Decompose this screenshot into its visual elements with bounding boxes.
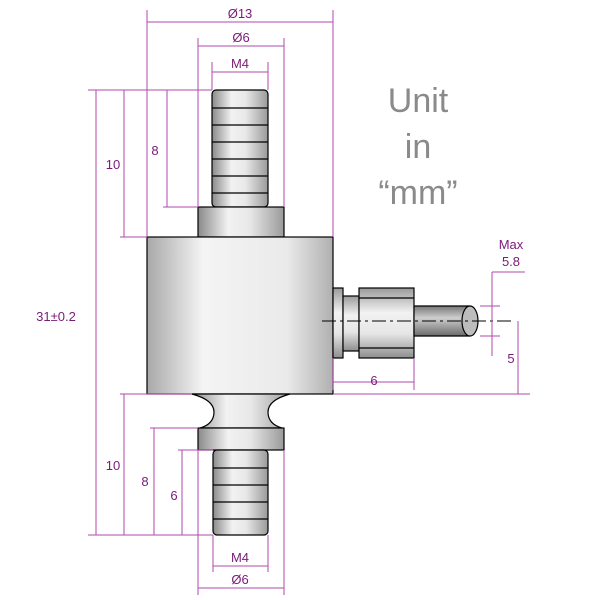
dim-top-length: 10 — [106, 157, 120, 172]
dim-bottom-thread-length: 8 — [141, 474, 148, 489]
load-cell-body — [146, 89, 515, 536]
dim-top-stud-dia: Ø6 — [232, 30, 249, 45]
dim-bottom-thread: M4 — [231, 550, 249, 565]
cable-connector — [332, 287, 415, 359]
dim-cable-max-label: Max — [499, 237, 524, 252]
dim-top-thread-length: 8 — [151, 143, 158, 158]
dimension-labels: Ø13 Ø6 M4 10 8 31±0.2 Max 5.8 5 6 10 8 6… — [36, 6, 524, 587]
bottom-collar — [197, 427, 285, 451]
dim-top-thread: M4 — [231, 56, 249, 71]
dim-total-height: 31±0.2 — [36, 309, 76, 324]
unit-note: Unit in “mm” — [378, 82, 457, 212]
cable — [413, 305, 479, 337]
dimension-lines — [88, 10, 530, 595]
dim-bottom-length: 10 — [106, 458, 120, 473]
dim-connector-length: 6 — [370, 373, 377, 388]
dim-cable-offset: 5 — [507, 351, 514, 366]
unit-note-line2: in — [405, 128, 431, 166]
dim-bottom-inner-length: 6 — [170, 488, 177, 503]
bottom-threaded-stud — [212, 449, 269, 536]
bottom-neck — [191, 393, 291, 429]
top-threaded-stud — [211, 89, 269, 208]
dim-top-outer-dia: Ø13 — [228, 6, 253, 21]
unit-note-line3: “mm” — [378, 174, 457, 212]
unit-note-line1: Unit — [388, 82, 449, 120]
dim-cable-max-value: 5.8 — [502, 254, 520, 269]
dim-bottom-stud-dia: Ø6 — [231, 572, 248, 587]
top-collar — [197, 206, 285, 238]
main-body — [146, 236, 334, 395]
